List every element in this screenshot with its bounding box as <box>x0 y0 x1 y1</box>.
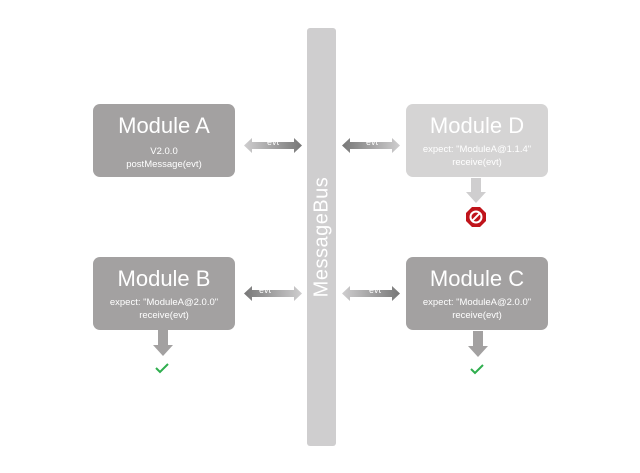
module-d-box: Module D expect: "ModuleA@1.1.4" receive… <box>406 104 548 177</box>
module-b-expect: expect: "ModuleA@2.0.0" <box>109 297 219 308</box>
module-a-version: V2.0.0 <box>150 146 178 157</box>
check-icon <box>155 363 169 374</box>
arrow-a-to-bus <box>244 138 302 153</box>
no-entry-icon <box>466 207 486 227</box>
arrow-bus-to-c <box>342 286 400 301</box>
down-arrow-d <box>466 178 486 203</box>
module-b-title: Module B <box>117 266 211 291</box>
message-bus: MessageBus <box>307 28 336 446</box>
module-a-action: postMessage(evt) <box>126 159 202 170</box>
arrow-bus-to-d <box>342 138 400 153</box>
down-arrow-b <box>153 330 173 356</box>
check-icon <box>470 364 484 375</box>
module-a-box: Module A V2.0.0 postMessage(evt) <box>93 104 235 177</box>
module-b-box: Module B expect: "ModuleA@2.0.0" receive… <box>93 257 235 330</box>
module-d-title: Module D <box>429 113 525 138</box>
module-d-action: receive(evt) <box>452 157 502 168</box>
module-b-action: receive(evt) <box>139 310 189 321</box>
arrow-c-label: evt <box>368 285 381 295</box>
arrow-bus-to-b <box>244 286 302 301</box>
arrow-d-label: evt <box>365 137 378 147</box>
arrow-a-label: evt <box>266 137 279 147</box>
module-d-expect: expect: "ModuleA@1.1.4" <box>422 144 532 155</box>
module-c-expect: expect: "ModuleA@2.0.0" <box>422 297 532 308</box>
arrow-b-label: evt <box>258 285 271 295</box>
module-c-title: Module C <box>429 266 525 291</box>
module-c-box: Module C expect: "ModuleA@2.0.0" receive… <box>406 257 548 330</box>
module-c-action: receive(evt) <box>452 310 502 321</box>
module-a-title: Module A <box>118 113 210 138</box>
down-arrow-c <box>468 331 488 357</box>
message-bus-label: MessageBus <box>310 176 332 298</box>
